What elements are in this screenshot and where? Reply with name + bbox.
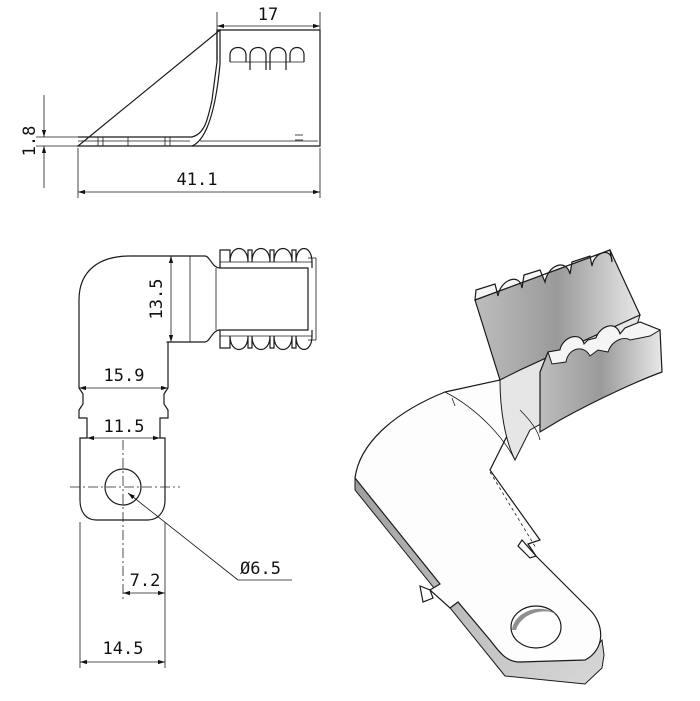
- side-view-serrations: [229, 46, 305, 70]
- iso-serrations-back: [474, 249, 613, 301]
- isometric-view: [354, 249, 663, 685]
- side-view-plate: [76, 28, 221, 147]
- dimension-11-5: 11.5: [104, 417, 145, 437]
- top-view: 13.5 15.9 11.5 Ø6.5 7.2 14.5: [70, 247, 317, 668]
- dimension-17: 17: [258, 5, 278, 25]
- iso-notch: [419, 585, 434, 603]
- iso-notch: [517, 539, 538, 559]
- top-view-serrations-upper: [219, 247, 313, 268]
- dimension-41-1: 41.1: [177, 170, 218, 190]
- iso-serrations-front: [547, 321, 662, 365]
- top-view-hole: [104, 468, 142, 506]
- dimension-14-5: 14.5: [103, 639, 144, 659]
- iso-bend-crease: [444, 391, 516, 461]
- iso-bend-crease: [451, 397, 456, 407]
- diameter-leader: [127, 492, 239, 581]
- dimension-diameter-6-5: Ø6.5: [240, 559, 281, 579]
- dimension-7-2: 7.2: [130, 571, 161, 591]
- iso-plate-face: [354, 379, 602, 663]
- top-view-serrations-lower: [219, 330, 313, 351]
- iso-flare-line: [519, 409, 541, 441]
- side-view: 17 1.8 41.1: [20, 5, 321, 198]
- iso-hole-wall: [512, 608, 556, 630]
- iso-edge-hint: [489, 471, 537, 549]
- top-view-outline: [78, 255, 309, 521]
- dimension-13-5: 13.5: [147, 279, 167, 320]
- dimension-1-8: 1.8: [20, 126, 40, 157]
- dimension-15-9: 15.9: [104, 366, 145, 386]
